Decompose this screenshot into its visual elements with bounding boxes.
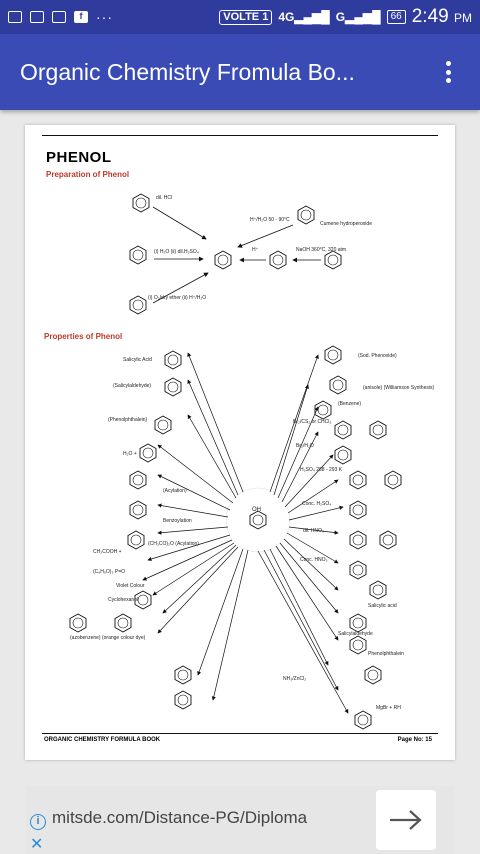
prep-label-dil-hcl: dil. HCl <box>156 195 173 201</box>
notification-icons: f ··· <box>8 9 113 25</box>
prep-label-mgbr: (i) O₂/dry ether (ii) H⁺/H₂O <box>148 295 207 301</box>
prop-right-4: Br₂/H₂O <box>296 443 314 449</box>
ad-banner[interactable]: i ✕ mitsde.com/Distance-PG/Diploma <box>26 786 454 854</box>
prop-left-4: (Acylation) <box>163 488 187 494</box>
facebook-icon: f <box>74 11 88 23</box>
sim-icon <box>8 11 22 23</box>
prep-label-cumene: Cumene hydroperoxide <box>320 221 372 227</box>
footer-rule <box>42 733 438 734</box>
image-icon <box>30 11 44 23</box>
prep-label-h-plus: H⁺ <box>252 247 259 253</box>
prop-right-3: Br₂/CS₂ or CHCl₃ <box>293 419 332 425</box>
info-icon[interactable]: i <box>30 814 46 830</box>
prop-right-2: (Benzene) <box>338 401 362 407</box>
footer-book-title: ORGANIC CHEMISTRY FORMULA BOOK <box>44 737 161 743</box>
page-number: Page No: 15 <box>397 737 432 743</box>
app-bar: Organic Chemistry Fromula Bo... <box>0 34 480 110</box>
prop-right-11: Phenolphthalein <box>368 651 404 657</box>
prop-left-8: (C₆H₅O)₃ P=O <box>93 569 126 575</box>
prop-right-7: dil. HNO₃ <box>303 528 324 534</box>
prop-left-7: CH₃COOH + <box>93 549 122 555</box>
center-phenol-label: OH <box>252 507 261 513</box>
prop-right-8: Conc. HNO₃ <box>300 557 328 563</box>
prop-right-9: Salicylic acid <box>368 603 397 609</box>
prop-left-5: Benzoylation <box>163 518 192 524</box>
preparation-title: Preparation of Phenol <box>46 170 130 179</box>
more-notifications: ··· <box>96 9 113 25</box>
prop-left-1: (Salicylaldehyde) <box>113 383 152 389</box>
prop-right-13: MgBr + RH <box>376 705 401 711</box>
prop-right-1: (anisole) (Williamson Synthesis) <box>363 385 435 391</box>
camera-icon <box>52 11 66 23</box>
prop-left-9: Violet Colour <box>116 583 145 589</box>
prep-label-temp: H⁺/H₂O 50 - 90°C <box>250 217 290 223</box>
overflow-menu-icon[interactable] <box>436 57 460 87</box>
top-rule <box>42 135 438 136</box>
battery-icon: 66 <box>386 10 406 24</box>
prop-left-2: (Phenolphthalein) <box>108 417 148 423</box>
properties-title: Properties of Phenol <box>44 332 123 341</box>
prop-left-3: H₂O + <box>123 451 137 457</box>
close-icon[interactable]: ✕ <box>30 836 44 853</box>
arrow-right-icon[interactable] <box>376 790 436 850</box>
clock: 2:49 PM <box>411 6 472 27</box>
prop-right-5: H₂SO₄ 288 - 293 K <box>300 467 343 473</box>
prop-right-12: NH₃/ZnCl₂ <box>283 676 307 682</box>
reaction-diagram <box>69 193 402 730</box>
prop-right-6: Conc. H₂SO₄ <box>302 501 332 507</box>
ad-text[interactable]: mitsde.com/Distance-PG/Diploma <box>52 808 308 827</box>
volte-badge: VOLTE 1 <box>219 9 273 25</box>
prop-right-10: Salicylaldehyde <box>338 631 373 637</box>
signal-2-icon: G▂▄▆█ <box>335 10 381 24</box>
prep-label-h2o-step: (i) H₂O (ii) dil.H₂SO₄ <box>154 249 199 255</box>
signal-1-icon: 4G▂▄▆█ <box>278 10 330 24</box>
prop-left-0: Salicylic Acid <box>123 357 152 363</box>
prep-label-naoh: NaOH 360°C, 320 atm <box>296 247 347 253</box>
prop-left-10: Cyclohexanol <box>108 597 139 603</box>
prop-right-0: (Sod. Phenoxide) <box>358 353 397 359</box>
prop-left-6: (CH₃CO)₂O (Acylation) <box>148 541 199 547</box>
prop-left-11: (azobenzene) (orange colour dye) <box>70 635 146 641</box>
status-bar: f ··· VOLTE 1 4G▂▄▆█ G▂▄▆█ 66 2:49 PM <box>0 0 480 34</box>
app-title: Organic Chemistry Fromula Bo... <box>20 58 355 85</box>
page-heading: PHENOL <box>46 149 112 166</box>
document-page[interactable]: PHENOL Preparation of Phenol <box>25 125 455 760</box>
